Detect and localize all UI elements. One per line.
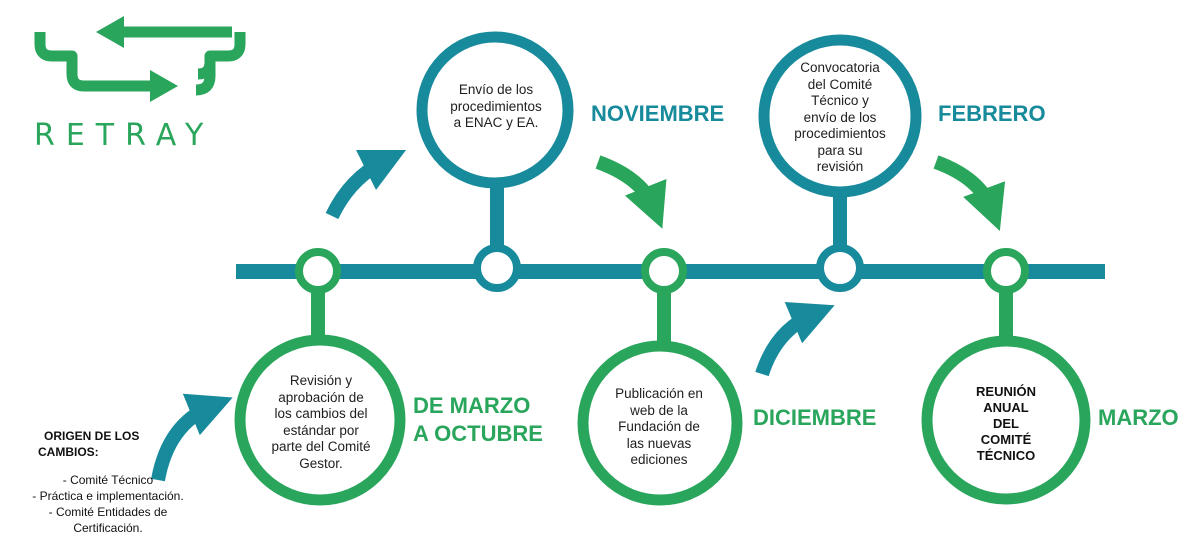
circle-reunion	[921, 335, 1091, 505]
arrow-to-publicacion	[595, 155, 667, 229]
publicacion-line: ediciones	[630, 452, 688, 467]
convocatoria-text: Convocatoria del Comité Técnico y envío …	[786, 60, 894, 176]
publicacion-line: las nuevas	[626, 435, 692, 451]
logo-text: RETRAY	[34, 118, 215, 153]
revision-text: Revisión y aprobación de los cambios del…	[256, 373, 386, 472]
reunion-text: REUNIÓN ANUAL DEL COMITÉ TÉCNICO	[956, 384, 1056, 464]
reunion-line: TÉCNICO	[976, 448, 1036, 463]
retray-logo-icon	[34, 16, 246, 102]
circle-envio	[416, 31, 574, 189]
origin-item: - Comité Técnico	[62, 473, 154, 487]
revision-line: estándar por	[283, 422, 359, 438]
convocatoria-line: del Comité	[807, 76, 873, 92]
arrow-to-envio	[325, 149, 407, 220]
origin-item: Certificación.	[73, 521, 143, 535]
origin-heading-2: CAMBIOS:	[38, 445, 99, 459]
convocatoria-line: Convocatoria	[800, 60, 880, 75]
revision-line: Gestor.	[299, 455, 343, 471]
convocatoria-line: envío de los	[803, 109, 877, 125]
arrow-from-origin	[151, 393, 233, 482]
convocatoria-line: procedimientos	[794, 126, 886, 141]
publicacion-text: Publicación en web de la Fundación de la…	[600, 386, 718, 469]
stem-convocatoria	[833, 182, 847, 246]
revision-line: los cambios del	[274, 406, 368, 421]
node-publicacion	[641, 248, 687, 294]
origin-item: - Comité Entidades de	[48, 505, 168, 519]
reunion-line: COMITÉ	[980, 432, 1032, 447]
month-line: A OCTUBRE	[413, 421, 543, 446]
reunion-line: REUNIÓN	[976, 384, 1036, 399]
month-envio: NOVIEMBRE	[591, 101, 725, 126]
envio-text: Envío de los procedimientos a ENAC y EA.	[440, 82, 552, 132]
reunion-line: ANUAL	[983, 400, 1029, 415]
revision-line: parte del Comité	[271, 439, 371, 454]
circle-revision	[234, 334, 406, 506]
convocatoria-line: Técnico y	[811, 93, 869, 108]
convocatoria-line: para su	[817, 142, 863, 158]
publicacion-line: Publicación en	[615, 386, 703, 401]
stem-envio	[490, 178, 504, 246]
node-envio	[473, 244, 521, 292]
month-reunion: MARZO	[1098, 405, 1179, 430]
node-convocatoria	[816, 244, 864, 292]
publicacion-line: web de la	[630, 402, 688, 418]
convocatoria-line: revisión	[816, 159, 864, 174]
stem-reunion	[999, 284, 1013, 346]
node-revision	[295, 248, 341, 294]
circle-publicacion	[577, 340, 743, 506]
origin-block: ORIGEN DE LOS CAMBIOS: - Comité Técnico …	[4, 428, 212, 536]
stem-publicacion	[657, 284, 671, 344]
envio-line: Envío de los	[458, 82, 534, 97]
arrow-to-convocatoria	[755, 302, 835, 377]
node-reunion	[983, 248, 1029, 294]
publicacion-line: Fundación de	[618, 419, 700, 434]
origin-heading-1: ORIGEN DE LOS	[44, 429, 140, 443]
envio-line: a ENAC y EA.	[453, 115, 539, 130]
origin-item: - Práctica e implementación.	[32, 489, 184, 503]
revision-line: aprobación de	[278, 389, 364, 405]
arrow-to-reunion	[933, 155, 1006, 231]
envio-line: procedimientos	[450, 98, 542, 114]
reunion-line: DEL	[993, 416, 1019, 431]
stem-revision	[311, 284, 325, 344]
month-convocatoria: FEBRERO	[938, 101, 1046, 126]
circle-convocatoria	[758, 34, 922, 198]
month-publicacion: DICIEMBRE	[753, 405, 877, 430]
month-line: DE MARZO	[413, 393, 531, 418]
revision-line: Revisión y	[289, 373, 353, 388]
month-revision: DE MARZO A OCTUBRE	[413, 392, 543, 448]
